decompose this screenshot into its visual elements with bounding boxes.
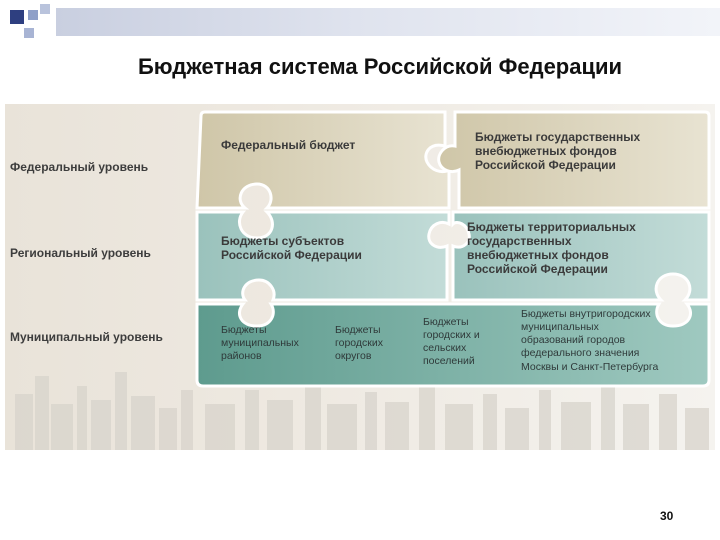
territorial-funds-label: Бюджеты территориальных государственных …: [467, 220, 636, 277]
subjects-label: Бюджеты субъектов Российской Федерации: [221, 234, 362, 263]
puzzle-piece-state-funds: [437, 110, 711, 210]
header-bar: [56, 8, 720, 36]
level-label-federal: Федеральный уровень: [10, 160, 149, 174]
state-funds-label: Бюджеты государственных внебюджетных фон…: [475, 130, 641, 173]
puzzle-piece-municipal: [195, 302, 711, 388]
page-number: 30: [660, 509, 674, 523]
slide-title: Бюджетная система Российской Федерации: [137, 54, 623, 79]
settlements-label: Бюджеты городских и сельских поселений: [423, 316, 480, 368]
intracity-label: Бюджеты внутригородских муниципальных об…: [521, 308, 659, 373]
city-skyline-background: [15, 372, 709, 450]
corner-square-small: [24, 28, 34, 38]
puzzle-piece-territorial-funds: [451, 210, 711, 302]
corner-square-small: [28, 10, 38, 20]
corner-square-large: [10, 10, 24, 24]
urban-districts-label: Бюджеты городских округов: [335, 324, 383, 363]
puzzle-piece-subjects: [195, 210, 451, 302]
diagram-panel: Федеральный уровень Региональный уровень…: [5, 104, 715, 450]
level-label-municipal: Муниципальный уровень: [10, 330, 163, 344]
federal-budget-label: Федеральный бюджет: [221, 138, 356, 152]
municipal-districts-label: Бюджеты муниципальных районов: [221, 324, 299, 363]
corner-square-small: [40, 4, 50, 14]
puzzle-piece-federal-budget: [195, 110, 451, 210]
puzzle-diagram: [195, 110, 711, 388]
level-label-regional: Региональный уровень: [10, 246, 151, 260]
